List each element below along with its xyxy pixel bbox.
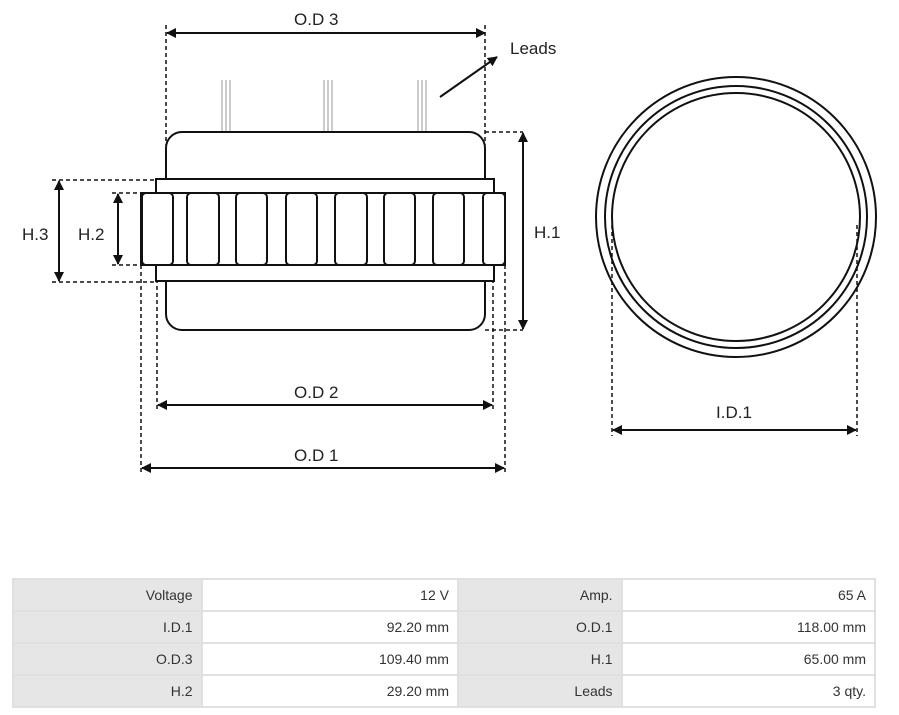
spec-value: 65 A bbox=[620, 578, 877, 612]
id1-label: I.D.1 bbox=[716, 403, 752, 422]
spec-value: 118.00 mm bbox=[620, 610, 877, 644]
spec-label: H.2 bbox=[12, 674, 203, 708]
od3-label: O.D 3 bbox=[294, 10, 338, 29]
leads-label: Leads bbox=[510, 39, 556, 58]
spec-value: 12 V bbox=[200, 578, 459, 612]
spec-label: O.D.1 bbox=[456, 610, 623, 644]
stator-top-view bbox=[595, 76, 877, 358]
spec-value: 65.00 mm bbox=[620, 642, 877, 676]
stator-diagram: O.D 3 Leads H.1 H.2 H.3 O.D 2 O.D 1 I.D.… bbox=[22, 10, 877, 475]
spec-value: 29.20 mm bbox=[200, 674, 459, 708]
spec-label: O.D.3 bbox=[12, 642, 203, 676]
leads-wires bbox=[221, 80, 427, 132]
od2-label: O.D 2 bbox=[294, 383, 338, 402]
spec-label: Amp. bbox=[456, 578, 623, 612]
spec-label: Leads bbox=[456, 674, 623, 708]
od1-label: O.D 1 bbox=[294, 446, 338, 465]
h3-label: H.3 bbox=[22, 225, 48, 244]
spec-label: H.1 bbox=[456, 642, 623, 676]
stator-side-view bbox=[140, 131, 506, 331]
spec-value: 92.20 mm bbox=[200, 610, 459, 644]
spec-value: 109.40 mm bbox=[200, 642, 459, 676]
spec-label: Voltage bbox=[12, 578, 203, 612]
dimension-arrows bbox=[54, 28, 857, 473]
spec-value: 3 qty. bbox=[620, 674, 877, 708]
dimension-guides bbox=[52, 25, 858, 475]
h1-label: H.1 bbox=[534, 223, 560, 242]
spec-label: I.D.1 bbox=[12, 610, 203, 644]
h2-label: H.2 bbox=[78, 225, 104, 244]
